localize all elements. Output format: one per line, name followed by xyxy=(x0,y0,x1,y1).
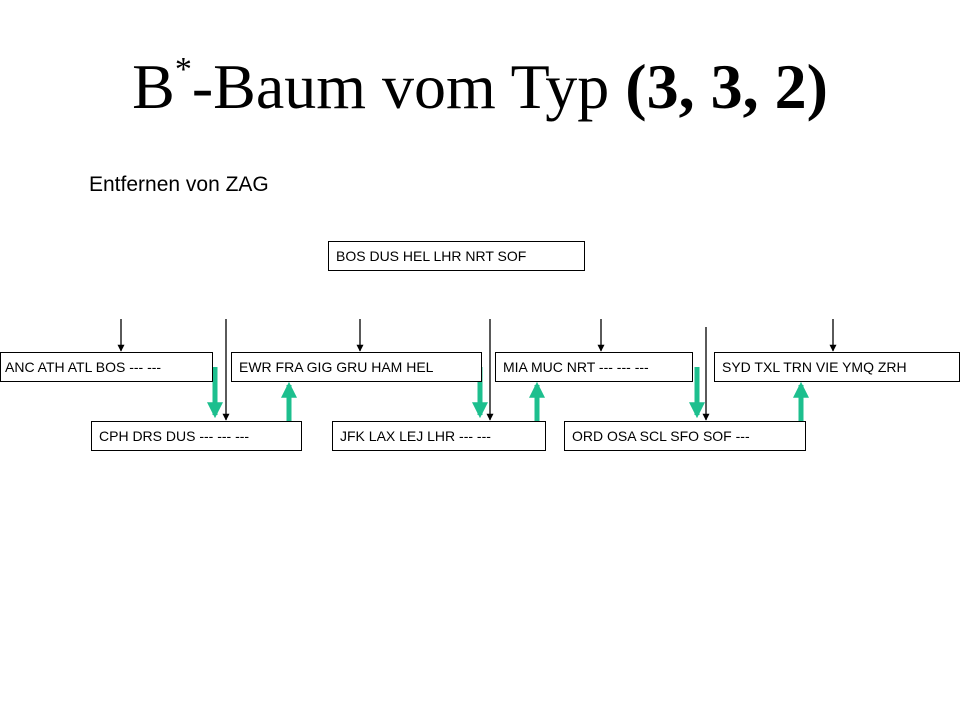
title-params: (3, 3, 2) xyxy=(625,51,828,122)
level2-node-cph: CPH DRS DUS --- --- --- xyxy=(91,421,302,451)
level2-node-jfk: JFK LAX LEJ LHR --- --- xyxy=(332,421,546,451)
level1-node-anc: ANC ATH ATL BOS --- --- xyxy=(0,352,213,382)
slide-title: B*-Baum vom Typ (3, 3, 2) xyxy=(0,30,960,127)
title-superscript: * xyxy=(174,51,192,88)
level1-node-mia: MIA MUC NRT --- --- --- xyxy=(495,352,693,382)
root-node: BOS DUS HEL LHR NRT SOF xyxy=(328,241,585,271)
level2-node-ord: ORD OSA SCL SFO SOF --- xyxy=(564,421,806,451)
subtitle: Entfernen von ZAG xyxy=(89,173,269,196)
level1-node-ewr: EWR FRA GIG GRU HAM HEL xyxy=(231,352,482,382)
title-rest: -Baum vom Typ xyxy=(191,51,626,122)
title-main: B xyxy=(132,51,175,122)
level1-node-syd: SYD TXL TRN VIE YMQ ZRH xyxy=(714,352,960,382)
